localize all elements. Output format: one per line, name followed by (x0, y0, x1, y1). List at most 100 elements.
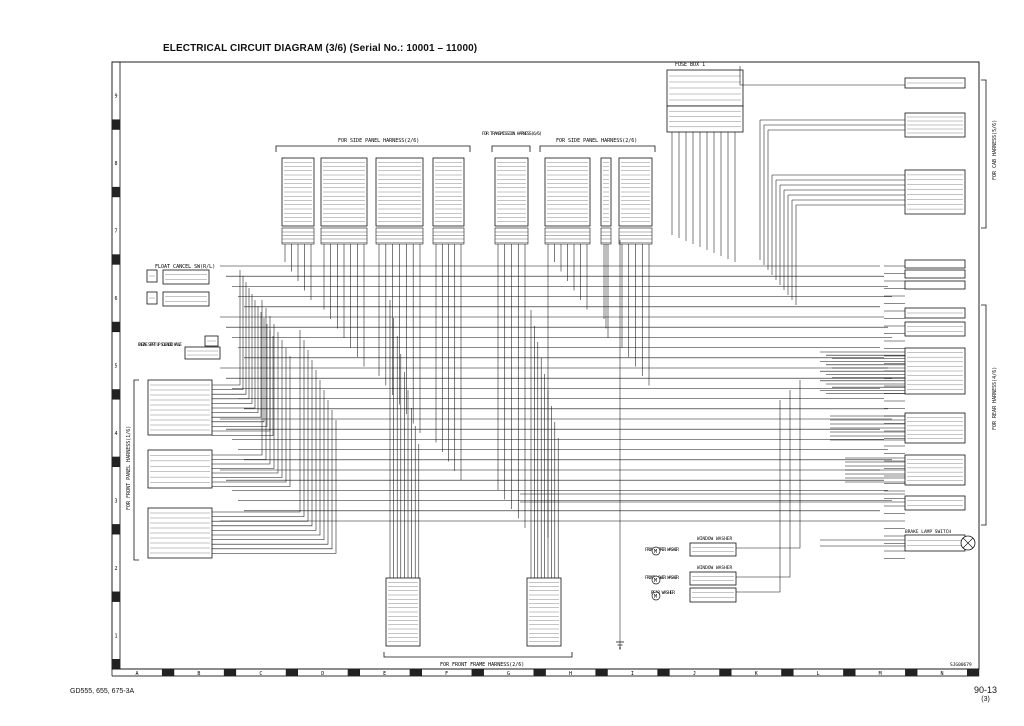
connector-body (904, 454, 966, 486)
row-number: 2 (114, 566, 117, 572)
rear-cab-connector (904, 280, 966, 290)
pin-strip (600, 227, 612, 245)
wire-group (212, 66, 905, 650)
pin-strip (281, 227, 315, 245)
wire (212, 294, 253, 404)
front-lower-label: FRONT LOWER WASHER (645, 575, 679, 581)
ruler-mark (112, 456, 120, 467)
column-letter: J (693, 671, 696, 677)
side-panel-connector (320, 157, 368, 227)
rear-cab-connector (904, 77, 966, 89)
wire (736, 400, 781, 593)
wire (212, 282, 247, 395)
wire (212, 312, 262, 418)
connector-body (689, 587, 737, 603)
front-panel-label: FOR FRONT PANEL HARNESS(1/6) (126, 426, 132, 510)
ruler-mark (112, 119, 120, 130)
side-panel-connector (494, 157, 529, 227)
side-panel-connector (544, 157, 591, 227)
pin-strip-body (432, 227, 465, 245)
pin-strip-body (544, 227, 591, 245)
wire (212, 390, 325, 540)
row-number: 6 (114, 296, 117, 302)
ruler-mark (409, 669, 422, 676)
wire (212, 332, 279, 474)
fuse-box-top (666, 69, 744, 107)
front-panel-connector-fp0 (147, 379, 213, 436)
engine-start-label: ENGINE START UP SOLENOID VALVE (138, 342, 182, 348)
ruler-mark (471, 669, 484, 676)
pin-strip-body (320, 227, 368, 245)
wire (212, 360, 313, 527)
pin-strip-body (375, 227, 424, 245)
wire (212, 400, 329, 545)
connector-body (904, 280, 966, 290)
side-panel-right-label: FOR SIDE PANEL HARNESS(2/6) (556, 138, 637, 144)
ruler-mark (285, 669, 298, 676)
ruler-mark (347, 669, 360, 676)
column-letter: N (941, 671, 944, 677)
row-number: 8 (114, 161, 117, 167)
wire (212, 288, 250, 400)
ruler-mark (112, 524, 120, 535)
row-number: 1 (114, 633, 117, 639)
ruler-mark (112, 591, 120, 602)
washer-connector-upper (689, 542, 737, 557)
pin-strip (375, 227, 424, 245)
side-panel-right-bracket (539, 145, 656, 152)
connector-body (904, 495, 966, 511)
drawing-id: SJG00679 (950, 662, 972, 668)
wire (212, 324, 275, 469)
connector-body (689, 571, 737, 586)
page-sub: (3) (981, 696, 990, 703)
column-letter: E (383, 671, 386, 677)
ruler-mark (112, 186, 120, 197)
washer-connector-rear (689, 587, 737, 603)
wire (212, 348, 287, 483)
connector-body (904, 321, 966, 337)
connector-body (162, 291, 210, 307)
column-letter: K (755, 671, 758, 677)
column-letter: A (135, 671, 138, 677)
brake-switch-mark (962, 537, 974, 549)
wire (739, 66, 880, 86)
wire (212, 420, 337, 554)
ruler-mark (595, 669, 608, 676)
column-letter: D (321, 671, 324, 677)
pin-strip (544, 227, 591, 245)
engine-start-connector (184, 346, 221, 360)
wire (212, 318, 265, 423)
float-cancel-label: FLOAT CANCEL SW(R/L) (155, 264, 215, 270)
window-washer-1-label: WINDOW WASHER (697, 536, 733, 542)
wire (212, 324, 268, 427)
column-letter: H (569, 671, 572, 677)
rear-label: FOR REAR HARNESS(4/6) (992, 367, 998, 430)
transmission-bracket (491, 145, 531, 152)
terminal-group (884, 265, 905, 559)
pin-strip-body (600, 227, 612, 245)
motor-m: M (654, 578, 657, 584)
side-panel-connector (618, 157, 653, 227)
rear-cab-connector (904, 259, 966, 269)
ruler-mark (781, 669, 794, 676)
ruler-mark (112, 389, 120, 400)
wire (736, 390, 791, 578)
wire (212, 316, 271, 465)
connector-body (904, 169, 966, 215)
column-letter: M (879, 671, 882, 677)
wire (212, 330, 301, 513)
motor-m: M (654, 549, 657, 555)
column-letter: C (259, 671, 262, 677)
column-letter: I (631, 671, 634, 677)
ruler-mark (533, 669, 546, 676)
window-washer-2-label: WINDOW WASHER (697, 565, 733, 571)
transmission-label: FOR TRANSMISSION HARNESS(6/6) (482, 131, 542, 137)
connector-body (666, 105, 744, 133)
pin-strip (432, 227, 465, 245)
front-upper-label: FRONT UPPER WASHER (645, 547, 679, 553)
connector-body (147, 379, 213, 436)
front-panel-bracket (133, 379, 139, 561)
switch-body (146, 291, 158, 305)
